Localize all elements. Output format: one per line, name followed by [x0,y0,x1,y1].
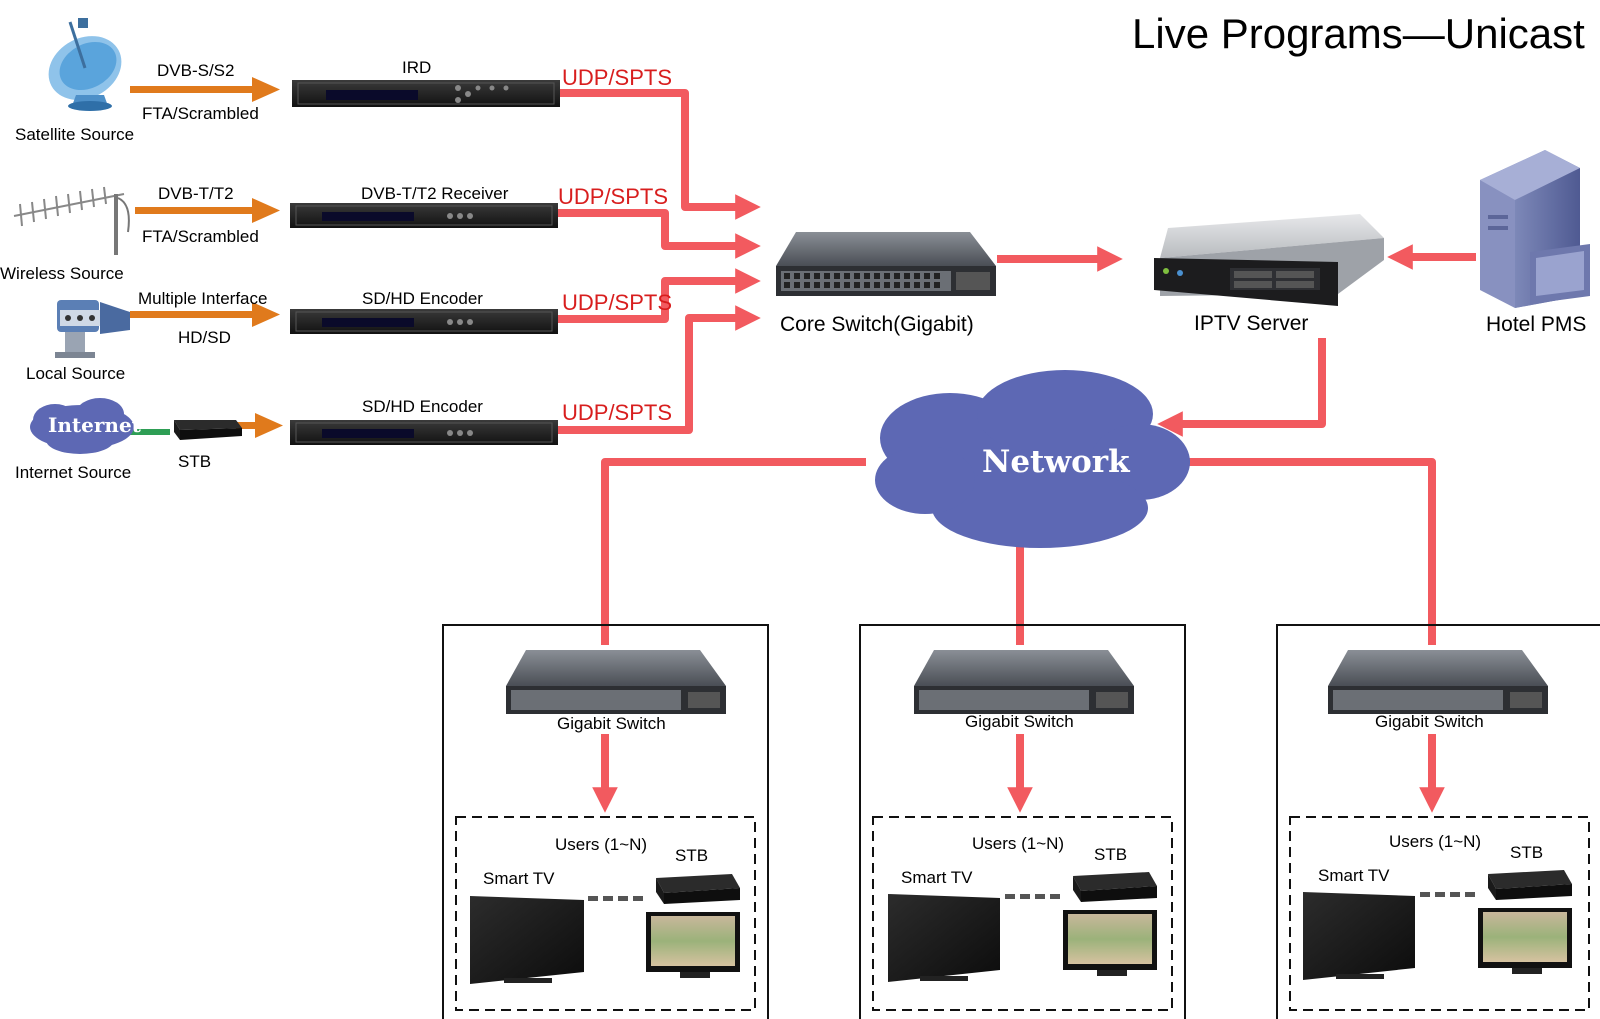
dots-separator [588,892,1475,901]
smart-tv-icon [1303,892,1415,980]
gigabit-switch-label: Gigabit Switch [965,712,1074,731]
internet-stb-label: STB [178,452,212,471]
wireless-signal-top: DVB-T/T2 [158,184,234,203]
satellite-dish-icon [48,18,122,111]
smart-tv-icon [888,894,1000,982]
gigabit-switch-label: Gigabit Switch [557,714,666,733]
encoder-label: SD/HD Encoder [362,397,483,416]
wireless-source-label: Wireless Source [0,264,124,283]
ird-label: IRD [402,58,432,77]
network-cloud-icon [875,370,1190,548]
core-switch-label: Core Switch(Gigabit) [780,313,974,336]
smart-tv-icon [470,896,584,984]
udp-spts-label: UDP/SPTS [562,290,673,315]
local-source-label: Local Source [26,364,126,383]
stb-label: STB [1094,845,1128,864]
internet-source-label: Internet Source [15,463,132,482]
tv-with-photo-icon [1478,908,1572,974]
dvbt-receiver-device [290,203,558,228]
internet-cloud-label: Internet [48,413,141,437]
gigabit-switch-icon [914,650,1134,714]
satellite-signal-top: DVB-S/S2 [157,61,235,80]
udp-spts-label: UDP/SPTS [558,184,669,209]
udp-spts-label: UDP/SPTS [562,65,673,90]
users-label: Users (1~N) [1389,832,1482,851]
encoder-label: SD/HD Encoder [362,289,483,308]
diagram-title: Live Programs—Unicast [1132,10,1585,57]
smart-tv-label: Smart TV [901,868,973,887]
stb-icon [1073,872,1157,902]
users-label: Users (1~N) [555,835,648,854]
gigabit-switch-icon [1328,650,1548,714]
link-lines [548,89,1476,813]
network-label: Network [982,444,1130,480]
tv-with-photo-icon [1063,910,1157,976]
stb-icon [656,874,740,904]
stb-label: STB [1510,843,1544,862]
dvbt-receiver-label: DVB-T/T2 Receiver [361,184,509,203]
internet-cloud-icon [30,398,134,454]
users-label: Users (1~N) [972,834,1065,853]
smart-tv-label: Smart TV [1318,866,1390,885]
iptv-server-icon [1154,214,1384,306]
udp-spts-label: UDP/SPTS [562,400,673,425]
camera-icon [55,300,130,358]
stb-small-icon [174,420,242,440]
tv-with-photo-icon [646,912,740,978]
stb-icon [1488,870,1572,900]
input-arrows [130,77,283,438]
gigabit-switch-icon [506,650,726,714]
encoder-device-1 [290,309,558,334]
hotel-pms-icon [1480,150,1590,308]
hotel-pms-label: Hotel PMS [1486,313,1587,336]
antenna-icon [13,186,130,255]
ird-device [292,80,560,107]
gigabit-switch-label: Gigabit Switch [1375,712,1484,731]
user-group-frames [442,624,1600,1019]
encoder-device-2 [290,420,558,445]
satellite-source-label: Satellite Source [15,125,135,144]
smart-tv-label: Smart TV [483,869,555,888]
wireless-signal-bottom: FTA/Scrambled [142,227,259,246]
satellite-signal-bottom: FTA/Scrambled [142,104,259,123]
stb-label: STB [675,846,709,865]
local-signal-top: Multiple Interface [138,289,268,308]
local-signal-bottom: HD/SD [178,328,231,347]
core-switch-icon [776,232,996,296]
iptv-server-label: IPTV Server [1194,312,1309,335]
